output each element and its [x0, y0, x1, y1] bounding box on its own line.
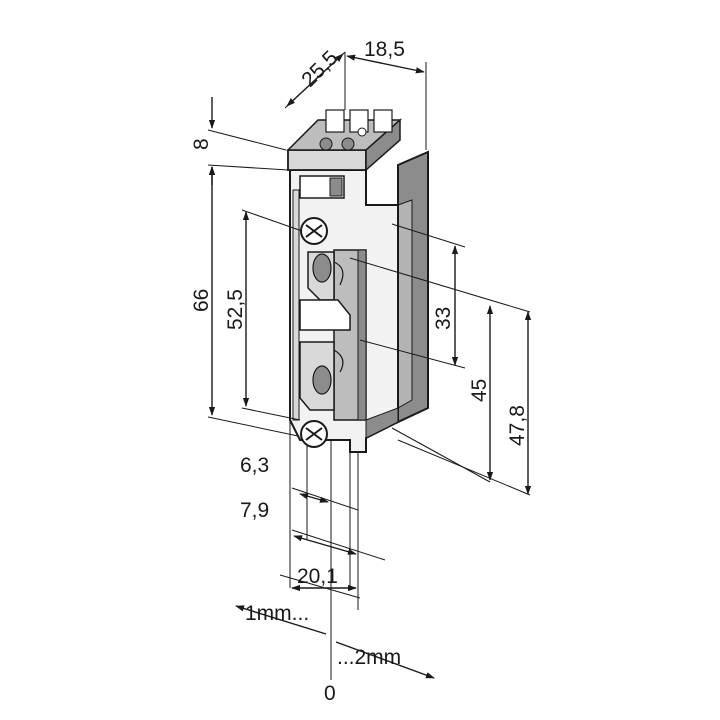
middle-bracket: [299, 299, 351, 331]
upper-latch: [307, 251, 344, 301]
dim-52-5: 52,5: [224, 289, 247, 330]
top-screw: [300, 217, 328, 245]
bottom-screw: [300, 420, 328, 448]
dim-7-9: 7,9: [240, 499, 269, 522]
terminal-block: [286, 109, 402, 172]
scale-zero: 0: [324, 682, 336, 705]
dim-66: 66: [190, 289, 213, 312]
dim-6-3: 6,3: [240, 454, 269, 477]
dimension-lines: [207, 51, 532, 680]
dimension-labels: 25,5 18,5 8 66 52,5 33 45 47,8 6,3 7,9 2…: [190, 38, 529, 705]
scale-right: ...2mm: [337, 646, 401, 669]
bottom-foot: [365, 407, 399, 439]
electric-strike-body: [286, 109, 429, 453]
dim-18-5: 18,5: [364, 38, 405, 61]
dim-47-8: 47,8: [506, 405, 529, 446]
lower-latch: [299, 341, 344, 411]
dim-25-5: 25,5: [297, 46, 342, 91]
left-rail: [292, 189, 300, 421]
dim-20-1: 20,1: [297, 565, 338, 588]
dim-33: 33: [432, 307, 455, 330]
scale-left: 1mm...: [245, 602, 309, 625]
dim-8: 8: [190, 138, 213, 150]
side-face-bevel: [397, 199, 413, 409]
dim-45: 45: [468, 379, 491, 402]
